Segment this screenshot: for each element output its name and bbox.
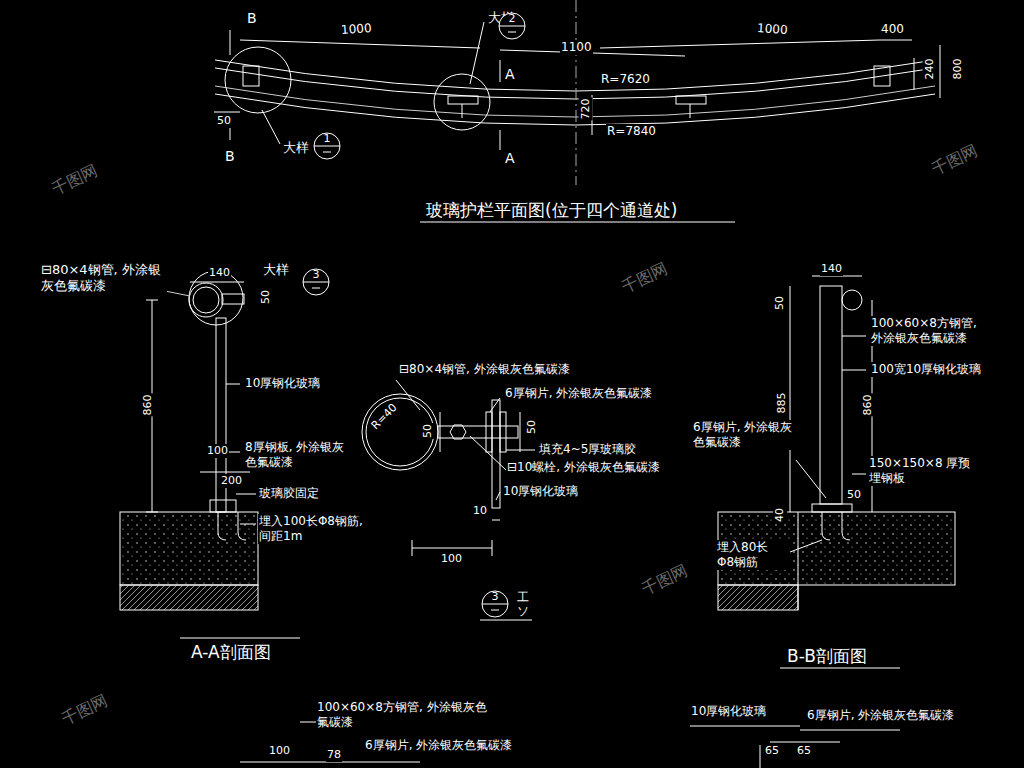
- watermark: 千图网: [48, 160, 102, 199]
- detail-3: [362, 380, 535, 620]
- annotation: 50: [846, 488, 862, 502]
- annotation: 50: [773, 295, 787, 311]
- annotation: 100: [440, 552, 463, 566]
- annotation: 78: [326, 748, 342, 762]
- detail-marker: 2: [498, 12, 526, 40]
- annotation: 50: [421, 423, 435, 439]
- annotation: 100宽10厚钢化玻璃: [870, 362, 982, 377]
- watermark: 千图网: [638, 560, 692, 599]
- annotation: 100×60×8方钢管, 外涂银灰色氟碳漆: [316, 700, 488, 730]
- annotation: 885: [775, 391, 789, 414]
- annotation: ⊟80×4钢管, 外涂银灰色氟碳漆: [40, 262, 167, 295]
- annotation: 1000: [756, 21, 790, 38]
- annotation: 65: [796, 744, 812, 758]
- marker-number: 1: [313, 132, 341, 146]
- marker-number: 3: [481, 590, 509, 604]
- annotation: 240: [923, 57, 937, 80]
- annotation: 1000: [340, 21, 374, 38]
- annotation: A: [504, 66, 516, 84]
- annotation: 10厚钢化玻璃: [690, 704, 767, 719]
- annotation: A: [504, 150, 516, 168]
- marker-number: 2: [498, 12, 526, 26]
- annotation: 50: [259, 289, 273, 305]
- annotation: 6厚钢片, 外涂银灰色氟碳漆: [364, 738, 513, 753]
- annotation: R=7620: [600, 72, 651, 87]
- annotation: 400: [880, 22, 905, 37]
- detail-marker: 3: [302, 268, 330, 296]
- annotation: 720: [579, 97, 593, 120]
- annotation: 1100: [560, 40, 593, 55]
- plan-view: [214, 0, 940, 222]
- annotation: 6厚钢片, 外涂银灰色氟碳漆: [806, 708, 955, 723]
- annotation: 10厚钢化玻璃: [244, 376, 321, 391]
- detail-marker: 1: [313, 132, 341, 160]
- annotation: ⊟10螺栓, 外涂银灰色氟碳漆: [506, 460, 661, 475]
- annotation: 100×60×8方钢管, 外涂银灰色氟碳漆: [870, 316, 990, 346]
- marker-number: 3: [302, 268, 330, 282]
- annotation: 100: [206, 444, 229, 458]
- annotation: 10: [472, 504, 488, 518]
- drawing-title: 玻璃护栏平面图(位于四个通道处): [425, 200, 678, 221]
- annotation: B-B剖面图: [786, 646, 868, 667]
- annotation: 大样: [282, 140, 310, 156]
- annotation: 埋入100长Φ8钢筋, 间距1m: [258, 514, 368, 544]
- annotation: 10厚钢化玻璃: [502, 484, 579, 499]
- annotation: 200: [220, 474, 243, 488]
- annotation: 填充4~5厚玻璃胶: [538, 442, 637, 457]
- annotation: A-A剖面图: [190, 642, 272, 663]
- watermark: 千图网: [928, 140, 982, 179]
- annotation: 8厚钢板, 外涂银灰色氟碳漆: [244, 440, 356, 470]
- watermark: 千图网: [58, 690, 112, 729]
- annotation: 860: [861, 393, 875, 416]
- annotation: 大样: [262, 262, 290, 278]
- annotation: 6厚钢片, 外涂银灰色氟碳漆: [504, 386, 653, 401]
- annotation: 140: [208, 266, 231, 280]
- annotation: 埋入80长 Φ8钢筋: [716, 540, 790, 570]
- annotation: 65: [764, 744, 780, 758]
- annotation: R=40: [368, 400, 401, 433]
- annotation: 50: [525, 419, 539, 435]
- annotation: 860: [141, 393, 155, 416]
- annotation: 100: [268, 744, 291, 758]
- annotation: 50: [216, 114, 232, 128]
- annotation: 6厚钢片, 外涂银灰色氟碳漆: [692, 420, 798, 450]
- annotation: ⊟80×4钢管, 外涂银灰色氟碳漆: [398, 362, 571, 377]
- annotation: 工: [516, 590, 530, 605]
- detail-marker: 3: [481, 590, 509, 618]
- watermark: 千图网: [618, 258, 672, 297]
- annotation: 40: [773, 507, 787, 523]
- annotation: 800: [951, 57, 965, 80]
- annotation: ソ: [516, 604, 530, 619]
- annotation: R=7840: [606, 124, 657, 139]
- annotation: B: [224, 148, 236, 166]
- annotation: 150×150×8 厚预埋钢板: [868, 456, 974, 486]
- annotation: 140: [820, 262, 843, 276]
- annotation: B: [246, 10, 258, 28]
- annotation: 玻璃胶固定: [258, 486, 320, 501]
